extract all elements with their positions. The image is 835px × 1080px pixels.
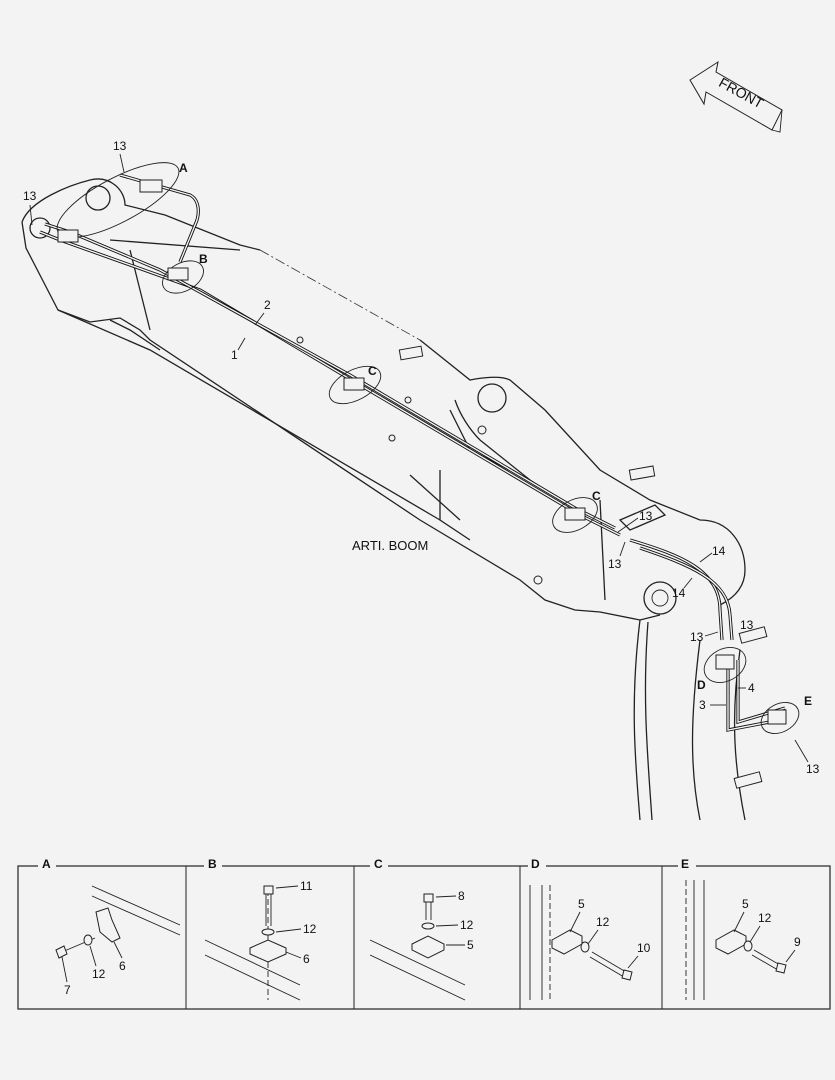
detail-a-title: A — [42, 857, 51, 871]
callout-a: A — [179, 161, 188, 175]
detail-d-title: D — [531, 857, 540, 871]
detail-b-part-12: 12 — [303, 922, 317, 936]
detail-e-part-5: 5 — [742, 897, 749, 911]
part-13-c1: 13 — [639, 509, 653, 523]
detail-e-part-9: 9 — [794, 935, 801, 949]
detail-d-part-5: 5 — [578, 897, 585, 911]
part-13-c2: 13 — [608, 557, 622, 571]
assembly-label: ARTI. BOOM — [352, 538, 428, 553]
callout-c-upper: C — [368, 364, 377, 378]
detail-a-part-7: 7 — [64, 983, 71, 997]
front-arrow: FRONT — [689, 60, 783, 133]
detail-d-part-12: 12 — [596, 915, 610, 929]
main-part-labels: 13 13 2 1 13 13 14 14 13 13 4 3 13 ARTI.… — [23, 139, 820, 776]
detail-e-title: E — [681, 857, 689, 871]
callout-d: D — [697, 678, 706, 692]
part-4: 4 — [748, 681, 755, 695]
detail-c-part-5: 5 — [467, 938, 474, 952]
detail-a-part-6: 6 — [119, 959, 126, 973]
callout-c-lower: C — [592, 489, 601, 503]
detail-e-drawing: 5 12 9 — [685, 880, 801, 1000]
part-2: 2 — [264, 298, 271, 312]
detail-c-drawing: 8 12 5 — [369, 889, 474, 1001]
part-3: 3 — [699, 698, 706, 712]
detail-d-part-10: 10 — [637, 941, 651, 955]
part-13-d2: 13 — [690, 630, 704, 644]
detail-c-title: C — [374, 857, 383, 871]
part-14-lower: 14 — [672, 586, 686, 600]
detail-a-drawing: 7 12 6 — [55, 885, 181, 997]
hydraulic-hoses — [39, 173, 786, 732]
part-13-top: 13 — [113, 139, 127, 153]
detail-b-drawing: 11 6 12 — [204, 879, 317, 1001]
detail-e-part-12: 12 — [758, 911, 772, 925]
part-1: 1 — [231, 348, 238, 362]
detail-callouts: A B C C D E — [56, 161, 812, 734]
detail-c-part-12: 12 — [460, 918, 474, 932]
detail-b-title: B — [208, 857, 217, 871]
detail-b-part-6: 6 — [303, 952, 310, 966]
detail-d-drawing: 5 12 10 — [529, 885, 651, 1000]
part-13-e: 13 — [806, 762, 820, 776]
part-14-upper: 14 — [712, 544, 726, 558]
detail-c-part-8: 8 — [458, 889, 465, 903]
part-13-d1: 13 — [740, 618, 754, 632]
callout-b: B — [199, 252, 208, 266]
boom-body — [21, 178, 768, 821]
detail-a-part-12: 12 — [92, 967, 106, 981]
callout-e: E — [804, 694, 812, 708]
detail-panel: A B C D E — [17, 856, 831, 1010]
detail-b-part-11: 11 — [300, 879, 313, 893]
part-13-left: 13 — [23, 189, 37, 203]
